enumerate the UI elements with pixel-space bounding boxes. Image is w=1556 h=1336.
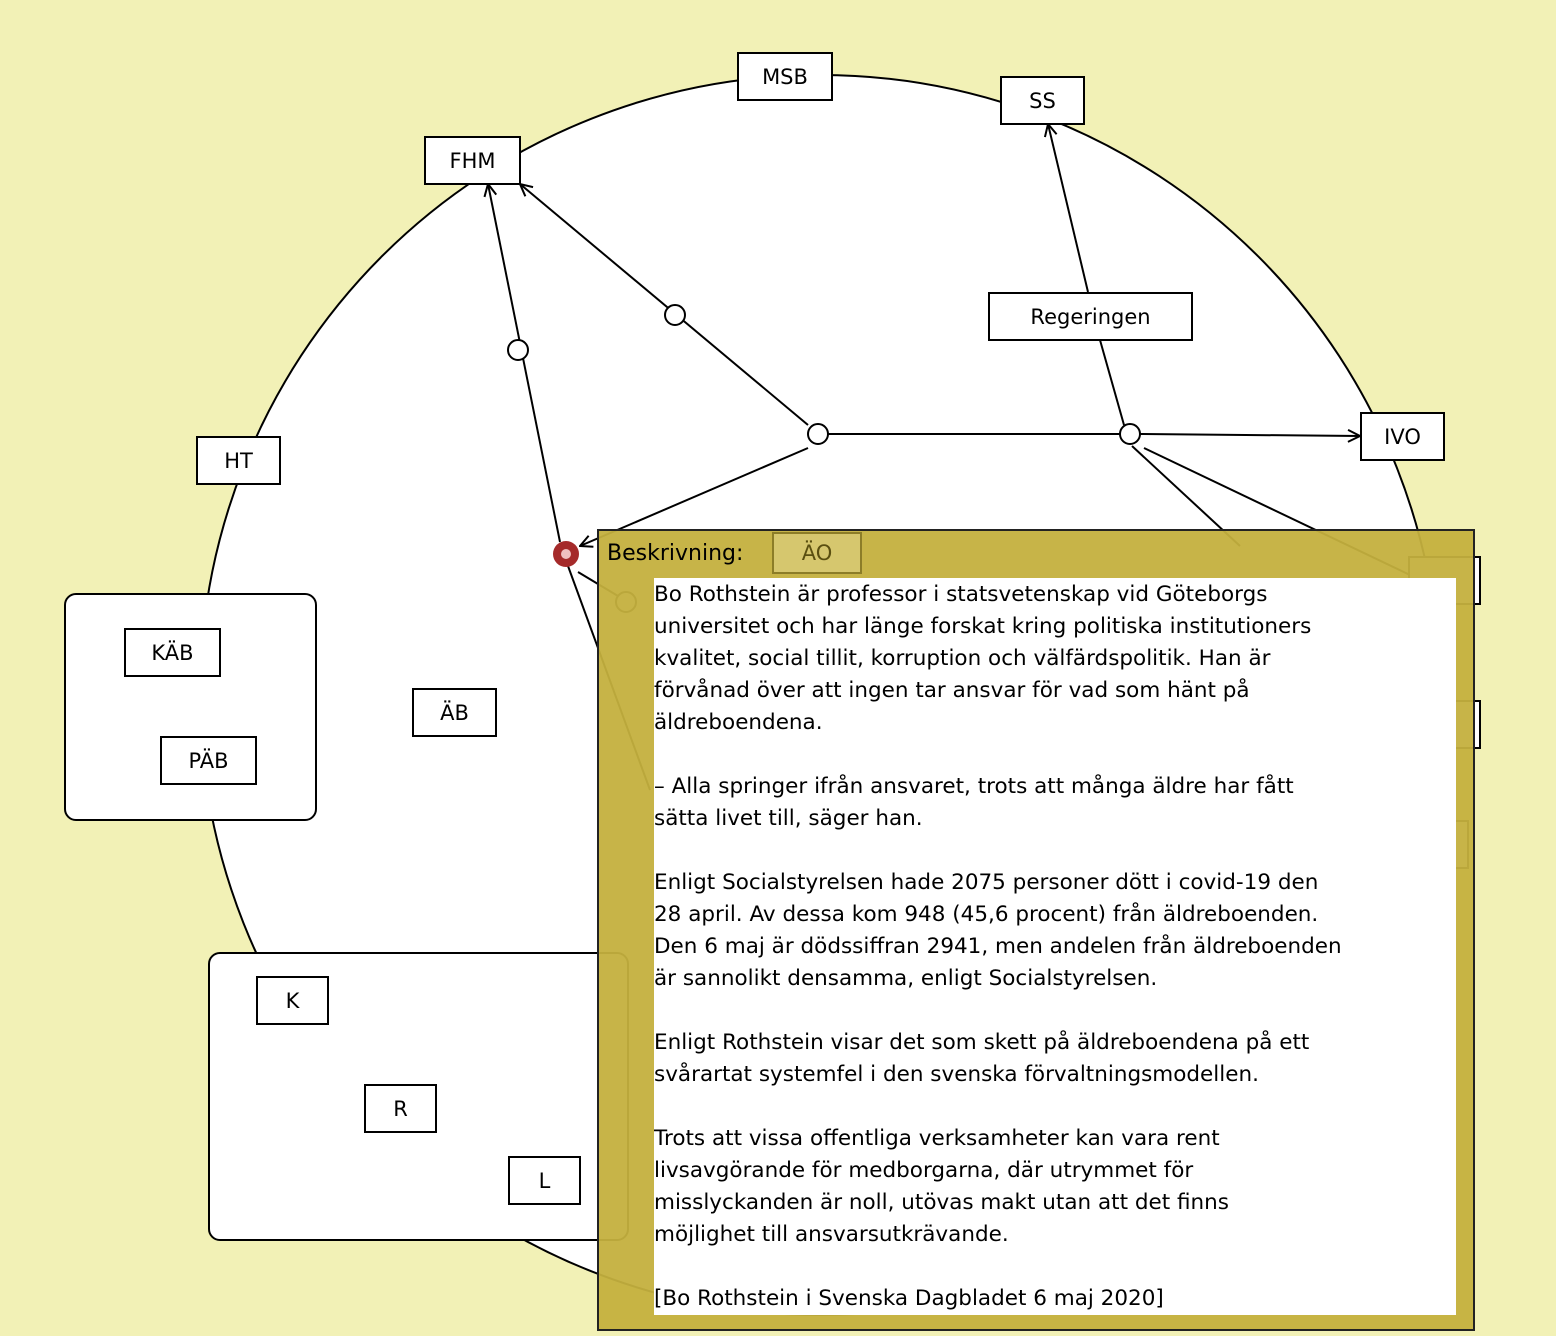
description-title: Beskrivning: [607, 541, 744, 566]
edge-to-ivo[interactable] [1139, 434, 1360, 436]
node-k[interactable]: K [256, 976, 329, 1025]
description-line: Bo Rothstein är professor i statsvetensk… [654, 582, 1268, 607]
node-l[interactable]: L [508, 1156, 581, 1205]
description-line: är sannolikt densamma, enligt Socialstyr… [654, 966, 1158, 991]
description-line: Enligt Socialstyrelsen hade 2075 persone… [654, 870, 1319, 895]
description-line: – Alla springer ifrån ansvaret, trots at… [654, 774, 1294, 799]
description-line: 28 april. Av dessa kom 948 (45,6 procent… [654, 902, 1319, 927]
selected-node-center [561, 549, 571, 559]
edge-to-fhm[interactable] [520, 184, 809, 426]
node-pab[interactable]: PÄB [160, 736, 257, 785]
description-line: universitet och har länge forskat kring … [654, 614, 1312, 639]
node-ht[interactable]: HT [196, 436, 281, 485]
node-kab[interactable]: KÄB [124, 628, 221, 677]
junction-node[interactable] [507, 339, 529, 361]
description-line: Trots att vissa offentliga verksamheter … [654, 1126, 1220, 1151]
description-line: Den 6 maj är dödssiffran 2941, men andel… [654, 934, 1342, 959]
junction-node[interactable] [1119, 423, 1141, 445]
edge-selected-fhm[interactable] [488, 184, 561, 543]
description-line [654, 995, 1456, 1027]
description-line [654, 739, 1456, 771]
edge-regeringen-ss[interactable] [1048, 124, 1089, 293]
description-line [654, 1251, 1456, 1283]
description-line: kvalitet, social tillit, korruption och … [654, 646, 1271, 671]
node-r[interactable]: R [364, 1084, 437, 1133]
node-ss[interactable]: SS [1000, 76, 1085, 125]
description-line: Enligt Rothstein visar det som skett på … [654, 1030, 1310, 1055]
description-line: sätta livet till, säger han. [654, 806, 923, 831]
node-ao[interactable]: ÄO [772, 532, 862, 574]
description-line [654, 835, 1456, 867]
description-line: [Bo Rothstein i Svenska Dagbladet 6 maj … [654, 1286, 1164, 1311]
edge-regeringen-junction[interactable] [1099, 339, 1125, 426]
node-fhm[interactable]: FHM [424, 136, 521, 185]
description-line: svårartat systemfel i den svenska förval… [654, 1062, 1259, 1087]
node-ab[interactable]: ÄB [412, 688, 497, 737]
node-ivo[interactable]: IVO [1360, 412, 1445, 461]
description-line [654, 1091, 1456, 1123]
description-panel: Beskrivning: Bo Rothstein är professor i… [597, 529, 1475, 1331]
description-line: förvånad över att ingen tar ansvar för v… [654, 678, 1250, 703]
node-regeringen[interactable]: Regeringen [988, 292, 1193, 341]
junction-node[interactable] [664, 304, 686, 326]
description-line: äldreboendena. [654, 710, 823, 735]
description-text[interactable]: Bo Rothstein är professor i statsvetensk… [654, 578, 1456, 1315]
node-msb[interactable]: MSB [737, 52, 833, 101]
junction-node[interactable] [807, 423, 829, 445]
description-line: möjlighet till ansvarsutkrävande. [654, 1222, 1009, 1247]
description-line: livsavgörande för medborgarna, där utrym… [654, 1158, 1194, 1183]
description-line: misslyckanden är noll, utövas makt utan … [654, 1190, 1229, 1215]
